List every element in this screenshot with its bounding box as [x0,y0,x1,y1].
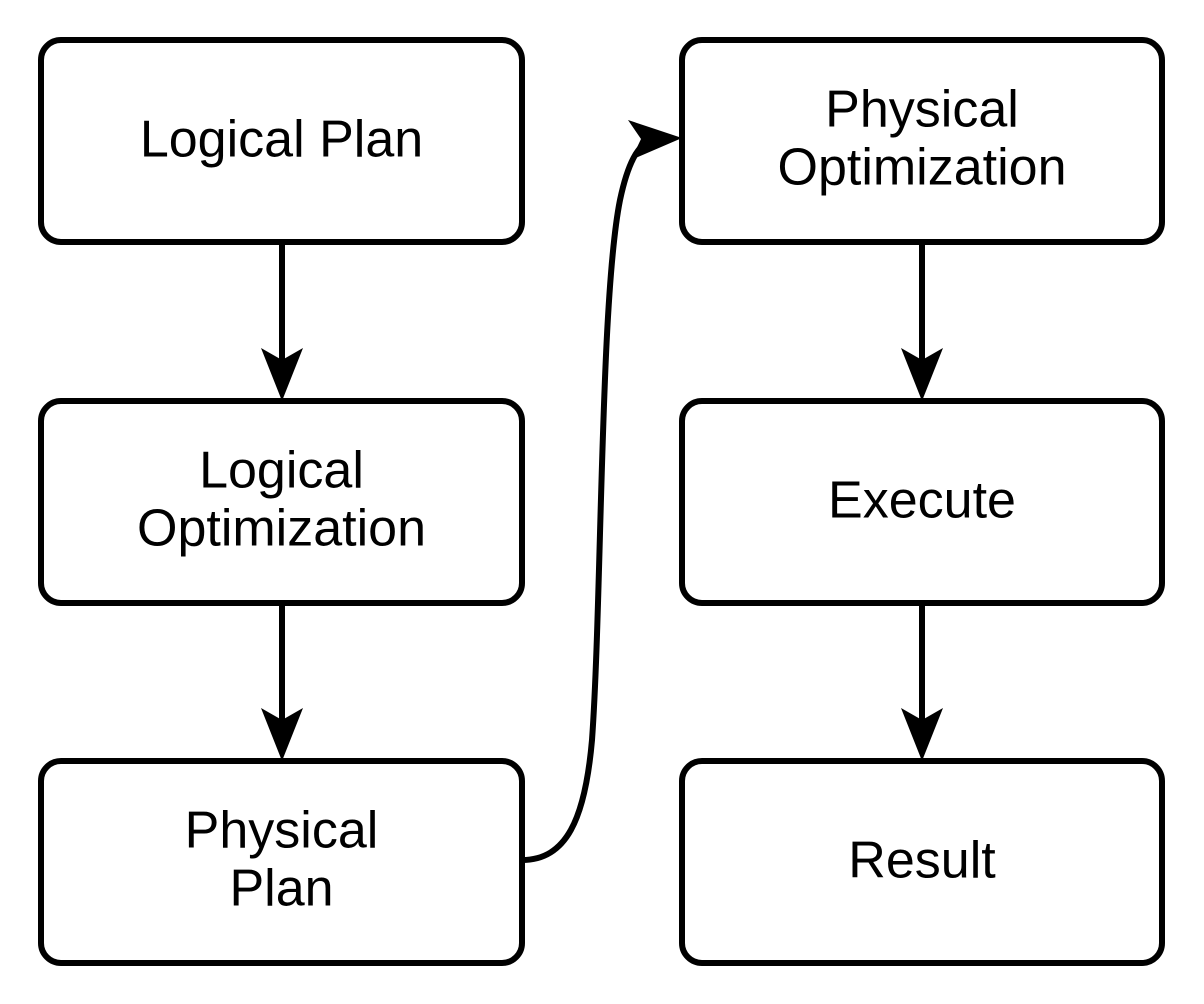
node-label-logical-plan: Logical Plan [140,111,423,169]
node-physical-plan[interactable]: Physical Plan [38,758,525,966]
node-physical-optimization[interactable]: Physical Optimization [679,37,1165,245]
node-shape[interactable] [679,758,1165,966]
edge-logical-plan-to-logical-optimization [261,242,303,401]
arrow-head-icon [261,708,303,761]
node-shape[interactable] [38,758,525,966]
node-shape[interactable] [38,398,525,606]
edge-physical-optimization-to-execute [901,242,943,401]
node-execute[interactable]: Execute [679,398,1165,606]
node-label-execute: Execute [828,472,1016,530]
node-label-physical-optimization-line2: Optimization [778,139,1067,197]
arrow-head-icon [901,348,943,401]
node-logical-optimization[interactable]: Logical Optimization [38,398,525,606]
node-label-result: Result [848,832,996,890]
arrow-head-icon [261,348,303,401]
node-label-physical-plan-line2: Plan [229,860,333,918]
node-label-physical-optimization-line1: Physical [825,81,1019,139]
node-shape[interactable] [38,37,525,245]
node-label-logical-optimization-line2: Optimization [137,500,426,558]
arrow-head-icon [628,120,682,160]
edge-physical-plan-to-physical-optimization [521,120,682,863]
node-shape[interactable] [679,398,1165,606]
arrow-head-icon [901,708,943,761]
node-label-physical-plan-line1: Physical [185,802,379,860]
edge-logical-optimization-to-physical-plan [261,603,303,761]
node-shape[interactable] [679,37,1165,245]
node-logical-plan[interactable]: Logical Plan [38,37,525,245]
edge-curve [521,137,652,863]
edge-execute-to-result [901,603,943,761]
node-label-logical-optimization-line1: Logical [199,442,364,500]
node-result[interactable]: Result [679,758,1165,966]
